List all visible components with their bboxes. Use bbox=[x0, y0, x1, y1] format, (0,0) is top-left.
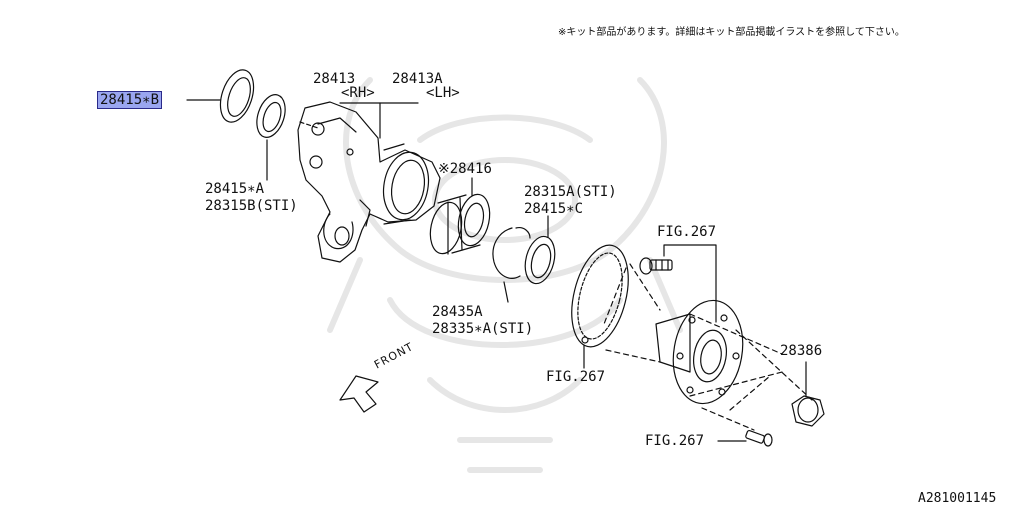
part-label-28386[interactable]: 28386 bbox=[780, 343, 823, 359]
part-28413-knuckle bbox=[297, 101, 441, 263]
part-28415b-seal bbox=[219, 69, 255, 123]
part-lower-bolt bbox=[745, 429, 773, 447]
fig-ref-bottom[interactable]: FIG.267 bbox=[645, 433, 705, 449]
part-28415a-seal bbox=[256, 94, 286, 138]
part-28416-bearing bbox=[429, 193, 491, 255]
assembly-guide-lines bbox=[603, 263, 813, 431]
part-label-28315b[interactable]: 28315B(STI) bbox=[205, 198, 298, 214]
part-hub-bolt bbox=[639, 257, 673, 275]
part-tone-ring bbox=[571, 244, 629, 348]
part-label-28415c[interactable]: 28415∗C bbox=[524, 201, 584, 217]
part-label-28335a[interactable]: 28335∗A(STI) bbox=[432, 321, 534, 337]
part-28435a-snap-ring bbox=[492, 227, 531, 279]
part-hub bbox=[655, 299, 744, 405]
part-28386-nut bbox=[791, 395, 825, 427]
part-label-28413[interactable]: 28413 bbox=[313, 71, 356, 87]
part-label-28413-rh: <RH> bbox=[341, 85, 375, 101]
part-label-28415a[interactable]: 28415∗A bbox=[205, 181, 265, 197]
part-label-28315a[interactable]: 28315A(STI) bbox=[524, 184, 617, 200]
fig-ref-top[interactable]: FIG.267 bbox=[657, 224, 717, 240]
part-label-28413a[interactable]: 28413A bbox=[392, 71, 443, 87]
part-label-28413a-lh: <LH> bbox=[426, 85, 460, 101]
diagram-code: A281001145 bbox=[918, 491, 997, 506]
fig-ref-middle[interactable]: FIG.267 bbox=[546, 369, 606, 385]
front-arrow-icon bbox=[339, 375, 379, 413]
watermark-emblem bbox=[327, 77, 683, 473]
part-label-28416[interactable]: ※28416 bbox=[438, 161, 492, 177]
kit-note: ※キット部品があります。詳細はキット部品掲載イラストを参照して下さい。 bbox=[558, 27, 905, 38]
part-label-28435a[interactable]: 28435A bbox=[432, 304, 483, 320]
part-28415c-seal bbox=[524, 235, 556, 285]
part-label-28415b[interactable]: 28415∗B bbox=[97, 91, 163, 109]
